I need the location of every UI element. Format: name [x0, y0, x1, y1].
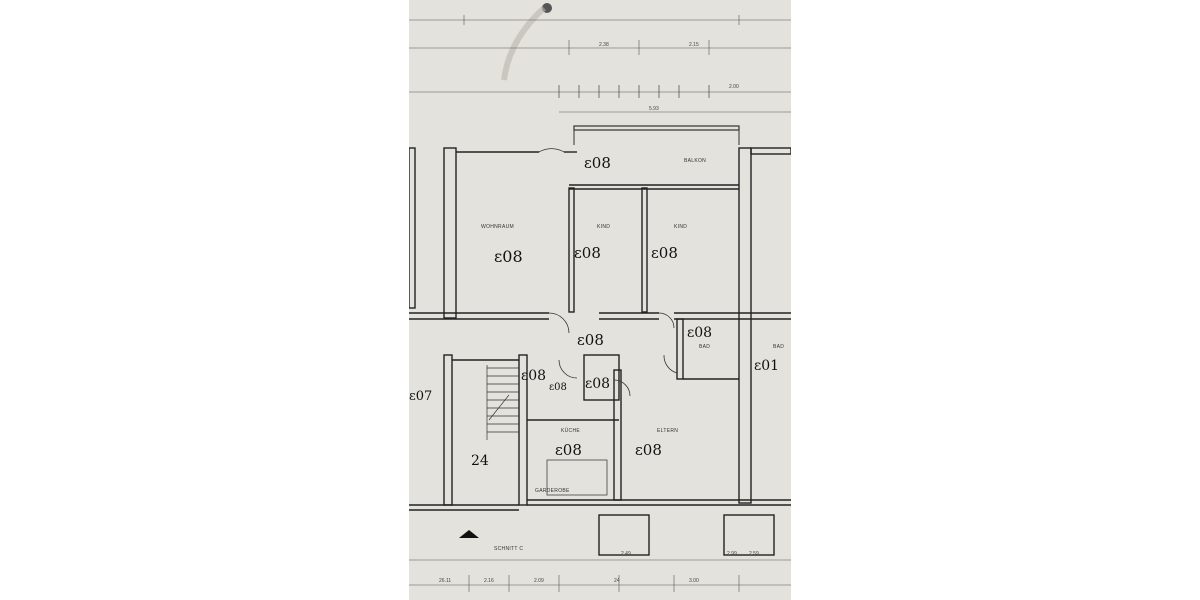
- mark-eltern: ɛ08: [635, 441, 662, 459]
- dimension-bottom-3: 2.09: [534, 578, 544, 584]
- dimension-bottom-8: 2.59: [749, 551, 759, 557]
- walls: [409, 147, 791, 556]
- room-label-wohnraum: WOHNRAUM: [481, 224, 514, 230]
- section-label-schnitt: SCHNITT C: [494, 546, 523, 552]
- dimension-bottom-6: 2.99: [727, 551, 737, 557]
- mark-small: ɛ08: [549, 382, 567, 393]
- mark-abstell: ɛ08: [585, 376, 610, 392]
- dimension-bottom-4: 24: [614, 578, 620, 584]
- dimension-bottom-7: 2.49: [621, 551, 631, 557]
- room-label-eltern: ELTERN: [657, 428, 678, 434]
- floor-plan-sheet: 2.38 2.15 2.00 5.93: [409, 0, 791, 600]
- room-label-bad-right: BAD: [773, 344, 784, 350]
- stairs: [486, 365, 519, 440]
- mark-wc: ɛ08: [521, 368, 546, 384]
- dimension-top-3: 2.00: [729, 84, 739, 90]
- mark-stair: 24: [471, 453, 489, 469]
- mark-right-edge: ɛ01: [754, 358, 779, 374]
- top-dimension-lines: [409, 15, 791, 113]
- room-label-kind-1: KIND: [597, 224, 610, 230]
- room-label-balkon: BALKON: [684, 158, 706, 164]
- dimension-bottom-1: 26.11: [439, 578, 451, 584]
- dimension-top-2: 2.15: [689, 42, 699, 48]
- mark-balkon: ɛ08: [584, 154, 611, 172]
- door-swings: [538, 148, 678, 397]
- room-label-garderobe: GARDEROBE: [535, 488, 570, 494]
- room-label-kueche: KÜCHE: [561, 427, 580, 434]
- mark-wohnraum: ɛ08: [494, 247, 523, 266]
- room-label-kind-2: KIND: [674, 224, 687, 230]
- dimension-bottom-5: 3.00: [689, 578, 699, 584]
- entrance-arrow-icon: [459, 530, 479, 538]
- dimension-top-1: 2.38: [599, 42, 609, 48]
- tick-marks: [558, 85, 710, 98]
- bottom-dimension-lines: [409, 559, 791, 592]
- floor-plan-drawing: 2.38 2.15 2.00 5.93: [409, 3, 791, 592]
- mark-kind-1: ɛ08: [574, 244, 601, 262]
- mark-kueche: ɛ08: [555, 441, 582, 459]
- mark-flur: ɛ08: [577, 331, 604, 349]
- dimension-top-4: 5.93: [649, 106, 659, 112]
- dimension-bottom-2: 2.16: [484, 578, 494, 584]
- mark-kind-2: ɛ08: [651, 244, 678, 262]
- mark-left-edge: ɛ07: [409, 389, 432, 404]
- room-label-bad: BAD: [699, 344, 710, 350]
- mark-bad: ɛ08: [687, 325, 712, 341]
